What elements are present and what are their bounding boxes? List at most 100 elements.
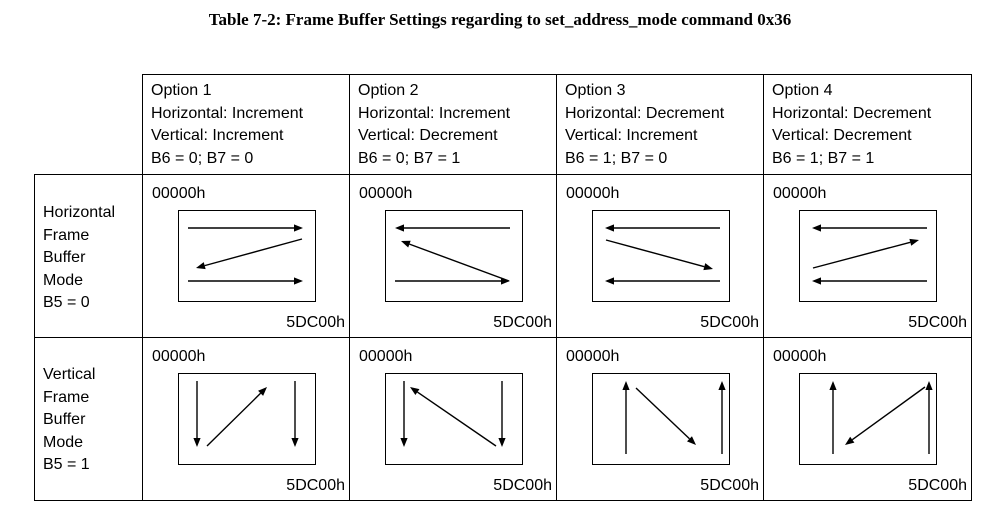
scan-diagram: [178, 210, 316, 302]
mode-line: Buffer: [43, 411, 86, 428]
start-address: 00000h: [566, 185, 620, 202]
scan-arrow-line: [409, 243, 510, 282]
scan-diagram: [592, 373, 730, 465]
frame-buffer-table: Option 1 Horizontal: Increment Vertical:…: [34, 74, 972, 501]
scan-arrow-head: [501, 277, 510, 285]
option-bits: B6 = 0; B7 = 0: [151, 149, 254, 167]
scan-arrow-head: [294, 224, 303, 232]
mode-line: Horizontal: [43, 204, 116, 221]
scan-arrow-head: [605, 224, 614, 232]
scan-arrow-head: [845, 436, 855, 445]
scan-arrow-head: [703, 263, 713, 271]
scan-arrow-line: [605, 239, 705, 268]
mode-line: Mode: [43, 271, 84, 289]
corner-cell: [34, 74, 143, 175]
start-address: 00000h: [773, 348, 827, 365]
scan-diagram: [385, 210, 523, 302]
scan-diagram: [385, 373, 523, 465]
end-address: 5DC00h: [286, 477, 345, 494]
vertical-mode-row: Vertical Frame Buffer Mode B5 = 1 00000h…: [34, 337, 972, 501]
scan-arrow-head: [395, 224, 404, 232]
vertical-mode-header: Vertical Frame Buffer Mode B5 = 1: [34, 337, 143, 501]
option-vertical: Vertical: Decrement: [772, 127, 912, 144]
scan-arrow-head: [909, 238, 919, 246]
h-option-3-cell: 00000h 5DC00h: [556, 174, 764, 338]
option-vertical: Vertical: Increment: [565, 127, 698, 144]
options-header-row: Option 1 Horizontal: Increment Vertical:…: [34, 74, 972, 175]
scan-arrow-line: [206, 392, 262, 447]
horizontal-mode-row: Horizontal Frame Buffer Mode B5 = 0 0000…: [34, 174, 972, 338]
mode-line: Frame: [43, 388, 90, 406]
option-2-header: Option 2 Horizontal: Increment Vertical:…: [349, 74, 557, 175]
scan-arrow-line: [417, 391, 497, 447]
frame-box: [799, 373, 937, 465]
scan-arrow-head: [925, 381, 933, 390]
start-address: 00000h: [773, 185, 827, 202]
frame-box: [592, 210, 730, 302]
option-4-header: Option 4 Horizontal: Decrement Vertical:…: [763, 74, 972, 175]
scan-arrow-line: [204, 238, 303, 267]
option-1-header: Option 1 Horizontal: Increment Vertical:…: [142, 74, 350, 175]
end-address: 5DC00h: [908, 314, 967, 331]
frame-box: [799, 210, 937, 302]
mode-line: Frame: [43, 226, 90, 244]
option-name: Option 1: [151, 82, 212, 99]
scan-arrow-head: [686, 436, 696, 445]
scan-arrow-head: [400, 438, 408, 447]
scan-arrow-head: [291, 438, 299, 447]
option-horizontal: Horizontal: Decrement: [772, 104, 932, 122]
scan-arrow-head: [294, 277, 303, 285]
h-option-1-cell: 00000h 5DC00h: [142, 174, 350, 338]
option-horizontal: Horizontal: Increment: [151, 104, 304, 122]
frame-box: [385, 210, 523, 302]
end-address: 5DC00h: [908, 477, 967, 494]
v-option-4-cell: 00000h 5DC00h: [763, 337, 972, 501]
option-3-header: Option 3 Horizontal: Decrement Vertical:…: [556, 74, 764, 175]
scan-arrow-line: [635, 387, 690, 440]
start-address: 00000h: [152, 348, 206, 365]
mode-line: Vertical: [43, 366, 96, 383]
v-option-1-cell: 00000h 5DC00h: [142, 337, 350, 501]
horizontal-mode-header: Horizontal Frame Buffer Mode B5 = 0: [34, 174, 143, 338]
scan-arrow-head: [193, 438, 201, 447]
option-vertical: Vertical: Decrement: [358, 127, 498, 144]
start-address: 00000h: [359, 348, 413, 365]
scan-arrow-head: [605, 277, 614, 285]
end-address: 5DC00h: [700, 314, 759, 331]
scan-arrow-head: [498, 438, 506, 447]
scan-arrow-head: [258, 387, 267, 396]
table-title: Table 7-2: Frame Buffer Settings regardi…: [208, 10, 792, 29]
scan-arrow-head: [829, 381, 837, 390]
scan-arrow-head: [196, 262, 206, 270]
start-address: 00000h: [566, 348, 620, 365]
mode-line: B5 = 0: [43, 294, 90, 311]
option-bits: B6 = 1; B7 = 0: [565, 149, 668, 167]
frame-box: [178, 210, 316, 302]
mode-line: B5 = 1: [43, 456, 90, 473]
option-name: Option 4: [772, 82, 833, 99]
option-vertical: Vertical: Increment: [151, 127, 284, 144]
scan-diagram: [178, 373, 316, 465]
start-address: 00000h: [152, 185, 206, 202]
option-horizontal: Horizontal: Increment: [358, 104, 511, 122]
scan-diagram: [799, 373, 937, 465]
scan-arrow-head: [622, 381, 630, 390]
frame-box: [385, 373, 523, 465]
scan-arrow-head: [401, 240, 411, 248]
scan-diagram: [799, 210, 937, 302]
scan-arrow-head: [812, 277, 821, 285]
scan-arrow-line: [851, 386, 926, 441]
option-horizontal: Horizontal: Decrement: [565, 104, 725, 122]
scan-arrow-head: [410, 387, 420, 396]
mode-line: Mode: [43, 433, 84, 451]
h-option-4-cell: 00000h 5DC00h: [763, 174, 972, 338]
scan-diagram: [592, 210, 730, 302]
end-address: 5DC00h: [286, 314, 345, 331]
frame-box: [592, 373, 730, 465]
option-name: Option 2: [358, 82, 419, 99]
option-bits: B6 = 1; B7 = 1: [772, 149, 875, 167]
v-option-2-cell: 00000h 5DC00h: [349, 337, 557, 501]
h-option-2-cell: 00000h 5DC00h: [349, 174, 557, 338]
mode-line: Buffer: [43, 249, 86, 266]
scan-arrow-head: [718, 381, 726, 390]
